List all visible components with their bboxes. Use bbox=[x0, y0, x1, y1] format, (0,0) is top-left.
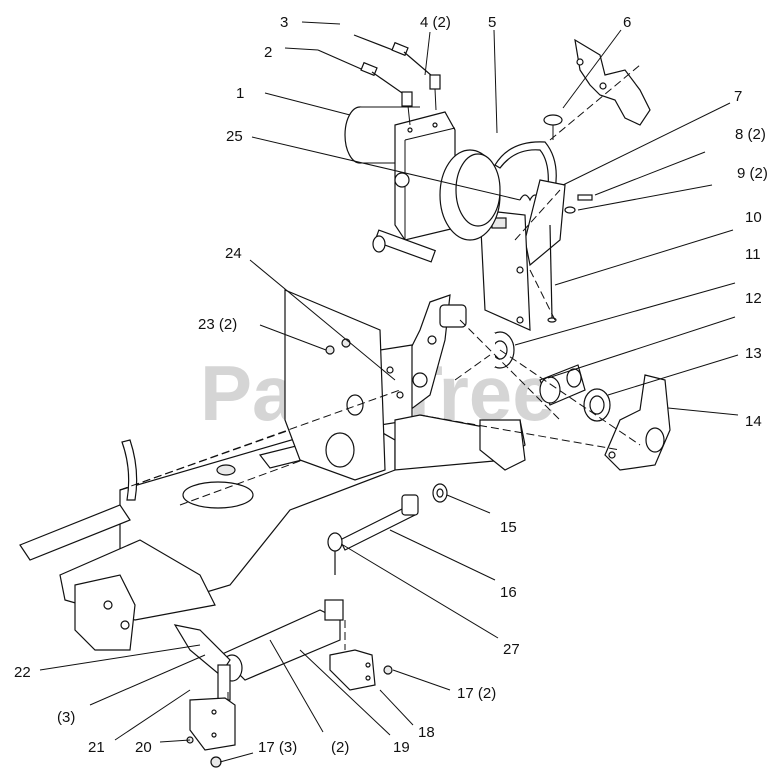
callout-17-b: 17 (3) bbox=[258, 739, 297, 756]
mount-plate-part-7 bbox=[524, 179, 566, 267]
callout-5: 5 bbox=[488, 14, 496, 31]
callout-labels: 3 4 (2) 5 6 2 1 7 8 (2) 9 (2) 25 10 24 1… bbox=[14, 14, 768, 756]
callout-1: 1 bbox=[236, 85, 244, 102]
side-bracket-part-14 bbox=[604, 374, 671, 471]
leader-lines bbox=[39, 21, 739, 763]
assembly-guide-lines bbox=[454, 64, 641, 446]
callout-17-a: 17 (2) bbox=[457, 685, 496, 702]
callout-20: 20 bbox=[135, 739, 152, 756]
callout-25: 25 bbox=[226, 128, 243, 145]
pivot-plate bbox=[379, 344, 413, 426]
callout-11: 11 bbox=[745, 246, 761, 263]
callout-13: 13 bbox=[745, 345, 762, 362]
callout-23: 23 (2) bbox=[198, 316, 237, 333]
cables-part-2-3 bbox=[317, 34, 441, 126]
callout-14: 14 bbox=[745, 413, 762, 430]
callout-24: 24 bbox=[225, 245, 242, 262]
callout-16: 16 bbox=[500, 584, 517, 601]
callout-15: 15 bbox=[500, 519, 517, 536]
callout-27: 27 bbox=[503, 641, 520, 658]
upper-mount-bracket bbox=[574, 38, 651, 126]
callout-19: 19 bbox=[393, 739, 410, 756]
wing-bolt-part-6 bbox=[543, 114, 563, 140]
bushing-part-13 bbox=[583, 388, 611, 422]
callout-7: 7 bbox=[734, 88, 742, 105]
callout-12: 12 bbox=[745, 290, 762, 307]
callout-9: 9 (2) bbox=[737, 165, 768, 182]
washer-part-15 bbox=[432, 483, 448, 503]
screws-part-8-9 bbox=[564, 194, 593, 214]
chassis-frame bbox=[19, 289, 621, 651]
actuator-bracket-plate bbox=[479, 209, 531, 331]
screws-part-17 bbox=[186, 665, 393, 768]
callout-10: 10 bbox=[745, 209, 762, 226]
bracket-part-18 bbox=[329, 620, 376, 691]
lift-cylinder-part-19 bbox=[173, 599, 344, 701]
callout-3-qty: (3) bbox=[57, 709, 75, 726]
link-rod-part-16 bbox=[339, 494, 419, 551]
callout-2-qty: (2) bbox=[331, 739, 349, 756]
shaft-arm-part-12 bbox=[539, 364, 586, 406]
callout-18: 18 bbox=[418, 724, 435, 741]
callout-3: 3 bbox=[280, 14, 288, 31]
bracket-part-20 bbox=[189, 690, 236, 751]
eye-bolt-part-27 bbox=[327, 532, 343, 575]
callout-6: 6 bbox=[623, 14, 631, 31]
callout-2: 2 bbox=[264, 44, 272, 61]
callout-4: 4 (2) bbox=[420, 14, 451, 31]
callout-21: 21 bbox=[88, 739, 105, 756]
callout-22: 22 bbox=[14, 664, 31, 681]
actuator-motor-part-1 bbox=[344, 106, 501, 241]
callout-8: 8 (2) bbox=[735, 126, 766, 143]
